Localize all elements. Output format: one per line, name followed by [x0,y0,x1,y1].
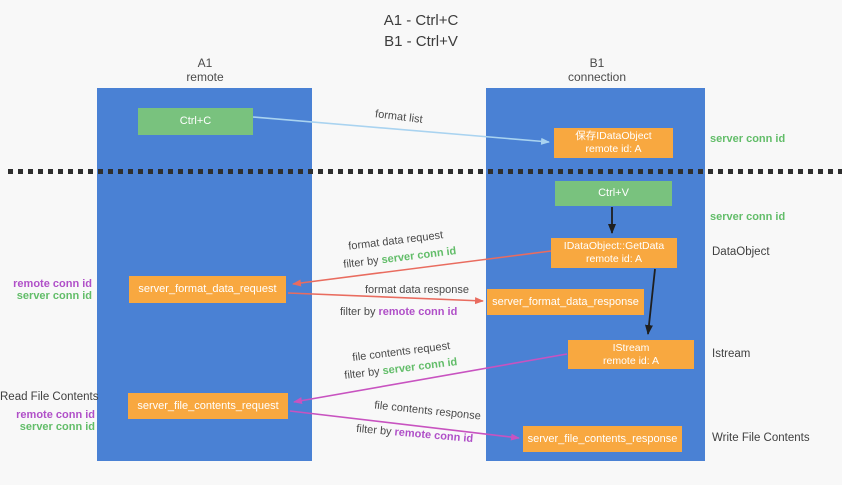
dataobject-label: DataObject [712,246,770,258]
server-conn-id-label-top: server conn id [710,133,786,145]
server-file-contents-response-box: server_file_contents_response [523,426,682,452]
column-b1-id: B1 [589,56,605,70]
column-b1-role: connection [567,70,627,84]
filter-by-text: filter by [340,306,376,318]
istream-side-label: Istream [712,348,751,360]
server-file-contents-request-label: server_file_contents_request [137,399,279,412]
format-data-response-label: format data response [365,284,469,296]
conn-id-group-file: remote conn id server conn id [0,409,95,433]
column-a1-role: remote [186,70,224,84]
arrow-file-contents-request [293,353,568,405]
write-file-contents-label: Write File Contents [712,432,810,444]
server-format-data-request-box: server_format_data_request [129,276,286,303]
arrow-format-data-request [292,250,552,287]
server-conn-id-label-file: server conn id [19,421,95,433]
dotted-divider [8,169,842,174]
arrow-file-contents-response [289,410,520,441]
server-conn-id-label-format: server conn id [16,290,92,302]
idataobject-getdata-box: IDataObject::GetData remote id: A [551,238,677,268]
server-format-data-response-box: server_format_data_response [487,289,644,315]
ctrl-c-box: Ctrl+C [138,108,253,135]
getdata-line1: IDataObject::GetData [563,240,665,252]
getdata-line2: remote id: A [585,253,643,265]
server-conn-id-label-ctrlv: server conn id [710,211,786,223]
save-idataobject-line2: remote id: A [585,143,642,155]
column-header-a1: A1 remote [150,56,260,84]
istream-line2: remote id: A [602,354,660,367]
arrow-getdata-to-istream [644,268,656,335]
save-idataobject-line1: 保存IDataObject [575,130,652,142]
diagram-title: A1 - Ctrl+C B1 - Ctrl+V [0,10,842,52]
ctrl-v-box: Ctrl+V [555,181,672,206]
server-file-contents-request-box: server_file_contents_request [128,393,288,419]
server-file-contents-response-label: server_file_contents_response [527,432,678,445]
title-line-b1: B1 - Ctrl+V [384,33,458,50]
column-a1-id: A1 [197,56,213,70]
arrow-format-list [252,116,550,145]
remote-conn-id-inline: remote conn id [378,306,458,318]
ctrl-c-label: Ctrl+C [179,115,212,127]
ctrl-v-label: Ctrl+V [598,187,629,199]
conn-id-group-format: remote conn id server conn id [0,278,92,302]
server-format-data-response-label: server_format_data_response [492,295,639,308]
title-line-a1: A1 - Ctrl+C [383,12,459,29]
istream-box: IStream remote id: A [568,340,694,369]
read-file-contents-label: Read File Contents [0,391,99,403]
remote-conn-id-label-format: remote conn id [13,278,92,290]
server-format-data-request-label: server_format_data_request [138,283,277,295]
save-idataobject-box: 保存IDataObject remote id: A [554,128,673,158]
remote-conn-id-label-file: remote conn id [16,409,95,421]
column-header-b1: B1 connection [542,56,652,84]
istream-line1: IStream [612,341,650,354]
arrow-format-data-response [287,292,484,305]
